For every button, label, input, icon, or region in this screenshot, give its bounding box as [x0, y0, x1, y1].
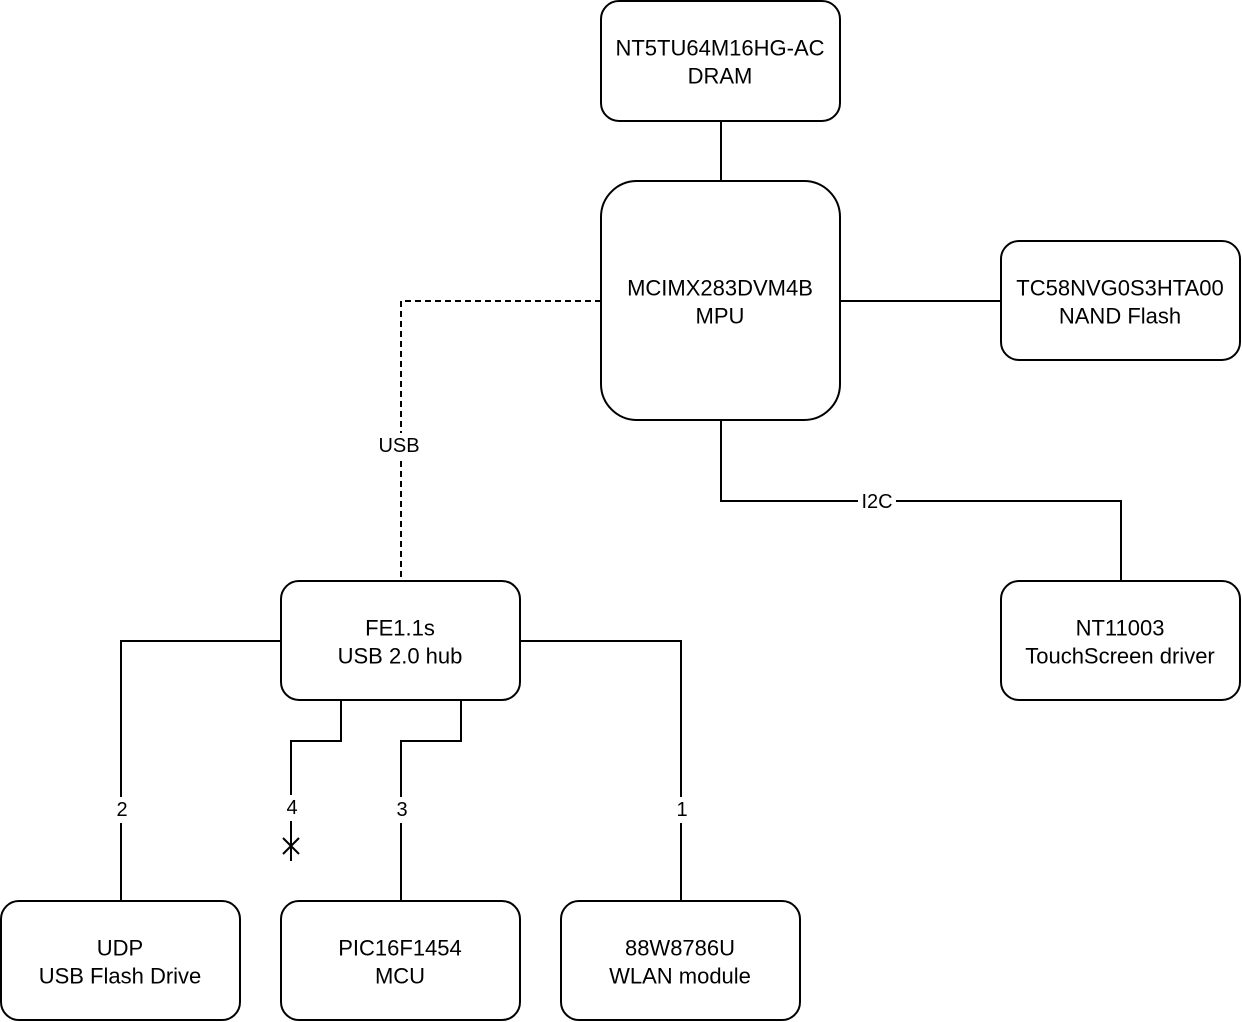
node-udp-line2: USB Flash Drive [39, 964, 202, 989]
node-mpu-line1: MCIMX283DVM4B [627, 276, 813, 301]
node-mcu-line1: PIC16F1454 [338, 936, 462, 961]
port-2-label: 2 [116, 799, 127, 821]
node-udp-line1: UDP [97, 936, 143, 961]
port-3-label: 3 [396, 799, 407, 821]
node-mpu-line2: MPU [696, 304, 745, 329]
node-dram-line2: DRAM [688, 64, 753, 89]
node-udp: UDP USB Flash Drive [0, 900, 241, 1021]
unconnected-x-mark [282, 837, 300, 855]
edge-labels: USB I2C 2 4 3 1 [112, 433, 896, 823]
i2c-edge-label: I2C [861, 491, 892, 513]
node-wlan: 88W8786U WLAN module [560, 900, 801, 1021]
edge-hub-udp [120, 640, 281, 901]
edge-mpu-hub-usb [400, 300, 601, 581]
node-mpu: MCIMX283DVM4B MPU [600, 180, 841, 421]
edge-mpu-touch-i2c [720, 421, 1122, 581]
node-touch: NT11003 TouchScreen driver [1000, 580, 1241, 701]
edge-hub-port4 [290, 701, 342, 861]
node-mcu-line2: MCU [375, 964, 425, 989]
node-nand-line1: TC58NVG0S3HTA00 [1016, 276, 1223, 301]
edge-hub-wlan [521, 640, 682, 901]
node-dram: NT5TU64M16HG-AC DRAM [600, 0, 841, 122]
node-nand: TC58NVG0S3HTA00 NAND Flash [1000, 240, 1241, 361]
node-nand-line2: NAND Flash [1059, 304, 1181, 329]
node-hub-line1: FE1.1s [365, 616, 435, 641]
node-hub-line2: USB 2.0 hub [338, 644, 463, 669]
node-wlan-line1: 88W8786U [625, 936, 735, 961]
node-wlan-line2: WLAN module [609, 964, 751, 989]
node-touch-line2: TouchScreen driver [1025, 644, 1215, 669]
usb-edge-label: USB [378, 435, 419, 457]
node-mcu: PIC16F1454 MCU [280, 900, 521, 1021]
node-dram-line1: NT5TU64M16HG-AC [615, 36, 824, 61]
node-touch-line1: NT11003 [1076, 616, 1165, 641]
port-4-label: 4 [286, 797, 297, 819]
node-hub: FE1.1s USB 2.0 hub [280, 580, 521, 701]
port-1-label: 1 [676, 799, 687, 821]
